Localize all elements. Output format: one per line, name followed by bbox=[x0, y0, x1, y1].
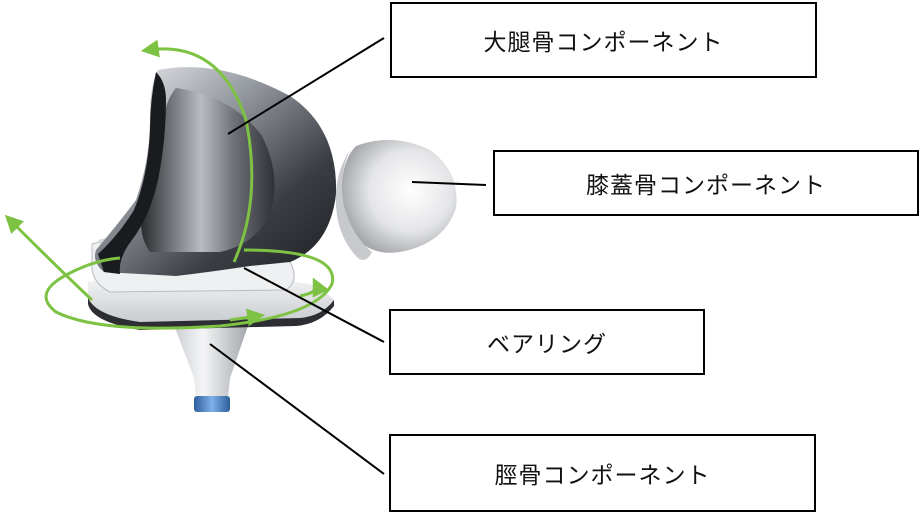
leader-patella bbox=[411, 181, 487, 186]
axial-rotation-arrow bbox=[44, 248, 335, 330]
label-femoral-component: 大腿骨コンポーネント bbox=[390, 2, 817, 78]
stem-blue-band bbox=[194, 396, 230, 412]
label-tibial-component: 脛骨コンポーネント bbox=[389, 434, 816, 512]
axial-rotation-arrowhead-2 bbox=[229, 308, 266, 327]
femoral-component bbox=[95, 67, 337, 277]
rotation-arrows bbox=[4, 39, 335, 330]
axial-rotation-arrowhead bbox=[299, 277, 329, 298]
leader-bearing bbox=[243, 267, 385, 343]
leader-lines bbox=[209, 37, 487, 475]
leader-femoral bbox=[227, 37, 385, 135]
label-patella-component: 膝蓋骨コンポーネント bbox=[493, 150, 919, 216]
label-bearing: ベアリング bbox=[389, 309, 705, 375]
flexion-arrow bbox=[140, 39, 254, 263]
leader-tibial bbox=[209, 343, 385, 475]
tibial-stem bbox=[172, 320, 250, 412]
flexion-arrow-lower bbox=[4, 214, 94, 302]
patella-component bbox=[335, 139, 457, 260]
